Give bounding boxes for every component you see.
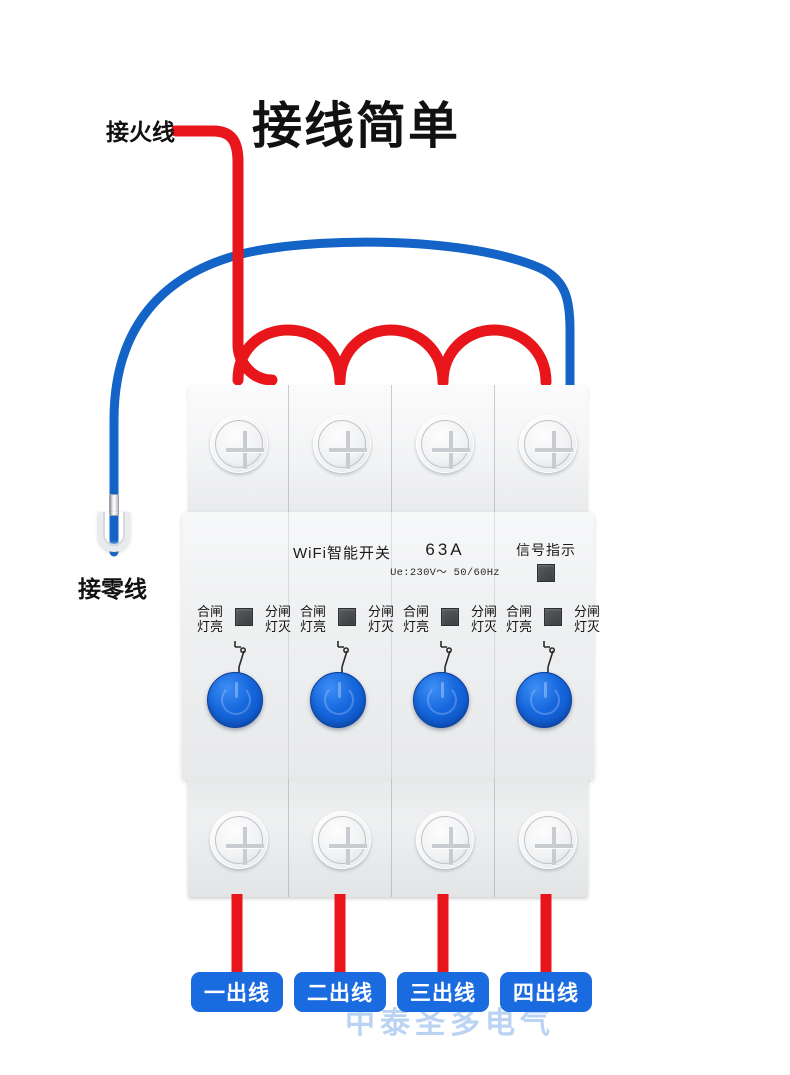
device-model-label: WiFi智能开关 <box>293 545 391 562</box>
device-top-block <box>188 385 588 513</box>
fork-inner <box>103 512 125 546</box>
output-badge-2: 二出线 <box>294 972 386 1012</box>
pole-4-open-label: 分闸 灯灭 <box>573 604 600 634</box>
fork-terminal-icon <box>96 494 132 552</box>
pole-1-open-label: 分闸 灯灭 <box>264 604 291 634</box>
input-terminal-screw-1[interactable] <box>210 415 268 473</box>
device-bottom-block <box>188 779 588 897</box>
output-terminal-screw-4[interactable] <box>519 811 577 869</box>
pole-1-power-button[interactable] <box>207 672 263 728</box>
signal-indicator-led <box>537 564 555 582</box>
output-badge-3: 三出线 <box>397 972 489 1012</box>
device-rating-label: 63A <box>425 540 465 559</box>
output-badge-1: 一出线 <box>191 972 283 1012</box>
pole-2-status-led <box>338 608 356 626</box>
pole-1-closed-label: 合闸 灯亮 <box>196 604 223 634</box>
pole-1-status-led <box>235 608 253 626</box>
input-terminal-screw-4[interactable] <box>519 415 577 473</box>
pole-4-closed-label: 合闸 灯亮 <box>505 604 532 634</box>
device-face-block: WiFi智能开关 63A Ue:230V～ 50/60Hz 信号指示 合闸 灯亮… <box>182 512 600 780</box>
pole-2-open-label: 分闸 灯灭 <box>367 604 394 634</box>
output-badge-4: 四出线 <box>500 972 592 1012</box>
page-title: 接线简单 <box>252 98 460 154</box>
pole-4-status-led <box>544 608 562 626</box>
signal-indicator-label: 信号指示 <box>516 542 576 558</box>
pole-2-closed-label: 合闸 灯亮 <box>299 604 326 634</box>
output-terminal-screw-2[interactable] <box>313 811 371 869</box>
neutral-wire-label: 接零线 <box>78 576 147 602</box>
pole-3-power-button[interactable] <box>413 672 469 728</box>
input-terminal-screw-3[interactable] <box>416 415 474 473</box>
pole-3-switch-symbol <box>439 641 453 674</box>
pole-1-switch-symbol <box>233 641 247 674</box>
input-terminal-screw-2[interactable] <box>313 415 371 473</box>
pole-3-closed-label: 合闸 灯亮 <box>402 604 429 634</box>
pole-4-power-button[interactable] <box>516 672 572 728</box>
watermark-text: 中泰圣多电气 <box>345 1007 555 1040</box>
live-wire-label: 接火线 <box>106 119 175 145</box>
output-terminal-screw-3[interactable] <box>416 811 474 869</box>
pole-3-status-led <box>441 608 459 626</box>
device-rating-sub-label: Ue:230V～ 50/60Hz <box>390 567 500 579</box>
pole-2-switch-symbol <box>336 641 350 674</box>
pole-3-open-label: 分闸 灯灭 <box>470 604 497 634</box>
pole-2-power-button[interactable] <box>310 672 366 728</box>
fork-body <box>98 512 130 552</box>
output-terminal-screw-1[interactable] <box>210 811 268 869</box>
wifi-smart-switch-device: WiFi智能开关 63A Ue:230V～ 50/60Hz 信号指示 合闸 灯亮… <box>182 385 600 897</box>
live-wire-path <box>170 125 552 388</box>
pole-4-switch-symbol <box>542 641 556 674</box>
